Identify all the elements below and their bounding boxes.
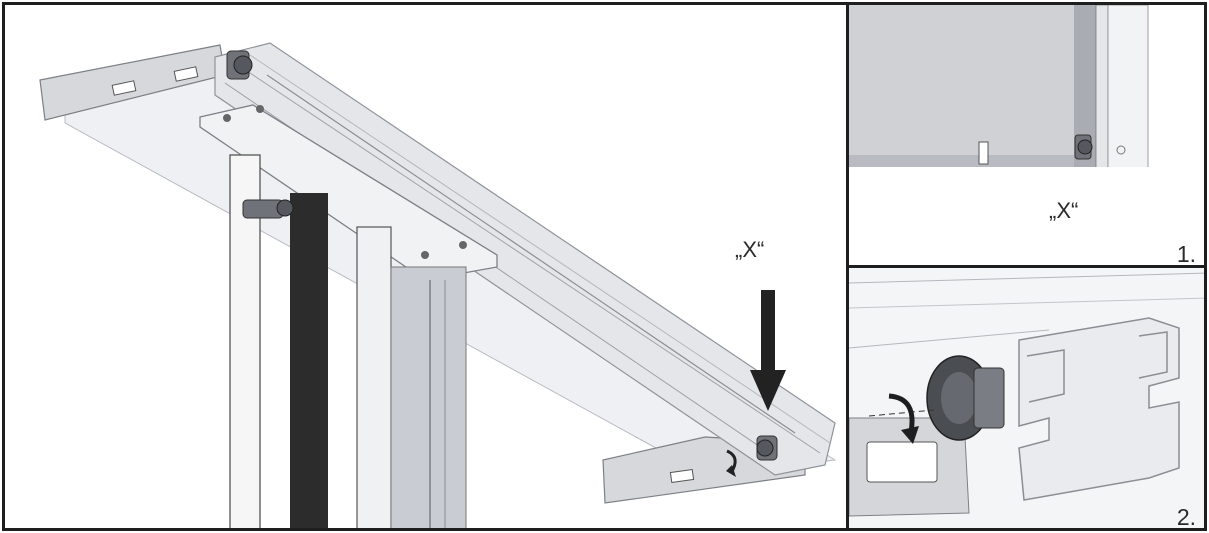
rotation-axis [868,409,935,417]
right-bracket-slot [669,468,695,484]
knob-fastener [242,199,294,219]
knob-fastener [756,435,778,461]
assembly-drawing [39,42,837,528]
rotate-arrow-icon [888,393,915,433]
knob-fastener [1074,134,1093,160]
main-assembly-view: „X“ [2,2,846,531]
column-shaded-face [390,266,467,528]
rail-profile [214,42,836,476]
detail1-drawing [849,5,1204,265]
rail-profile-top [1074,5,1096,173]
detail2-drawing [849,268,1204,528]
callout-arrow-shaft [761,290,775,372]
callout-x-label: „X“ [1049,198,1079,223]
table-plate-edge [849,5,1074,167]
left-bracket-slot [111,80,137,96]
column-dark-slot [290,193,328,528]
callout-x-label: „X“ [735,237,765,262]
mounting-plate [199,104,498,281]
callout-arrow-head [750,370,786,411]
detail-view-2: 2. [846,268,1207,531]
step-number: 2. [1176,504,1196,530]
knob-fastener [226,50,253,80]
step-number: 1. [1176,241,1196,267]
detail-view-1: „X“ 1. [846,2,1207,268]
c-profile-section [1018,317,1180,501]
plate-slot [978,141,989,165]
column-face [356,226,392,528]
bracket-slot [866,441,938,483]
left-bracket-slot [173,66,199,82]
